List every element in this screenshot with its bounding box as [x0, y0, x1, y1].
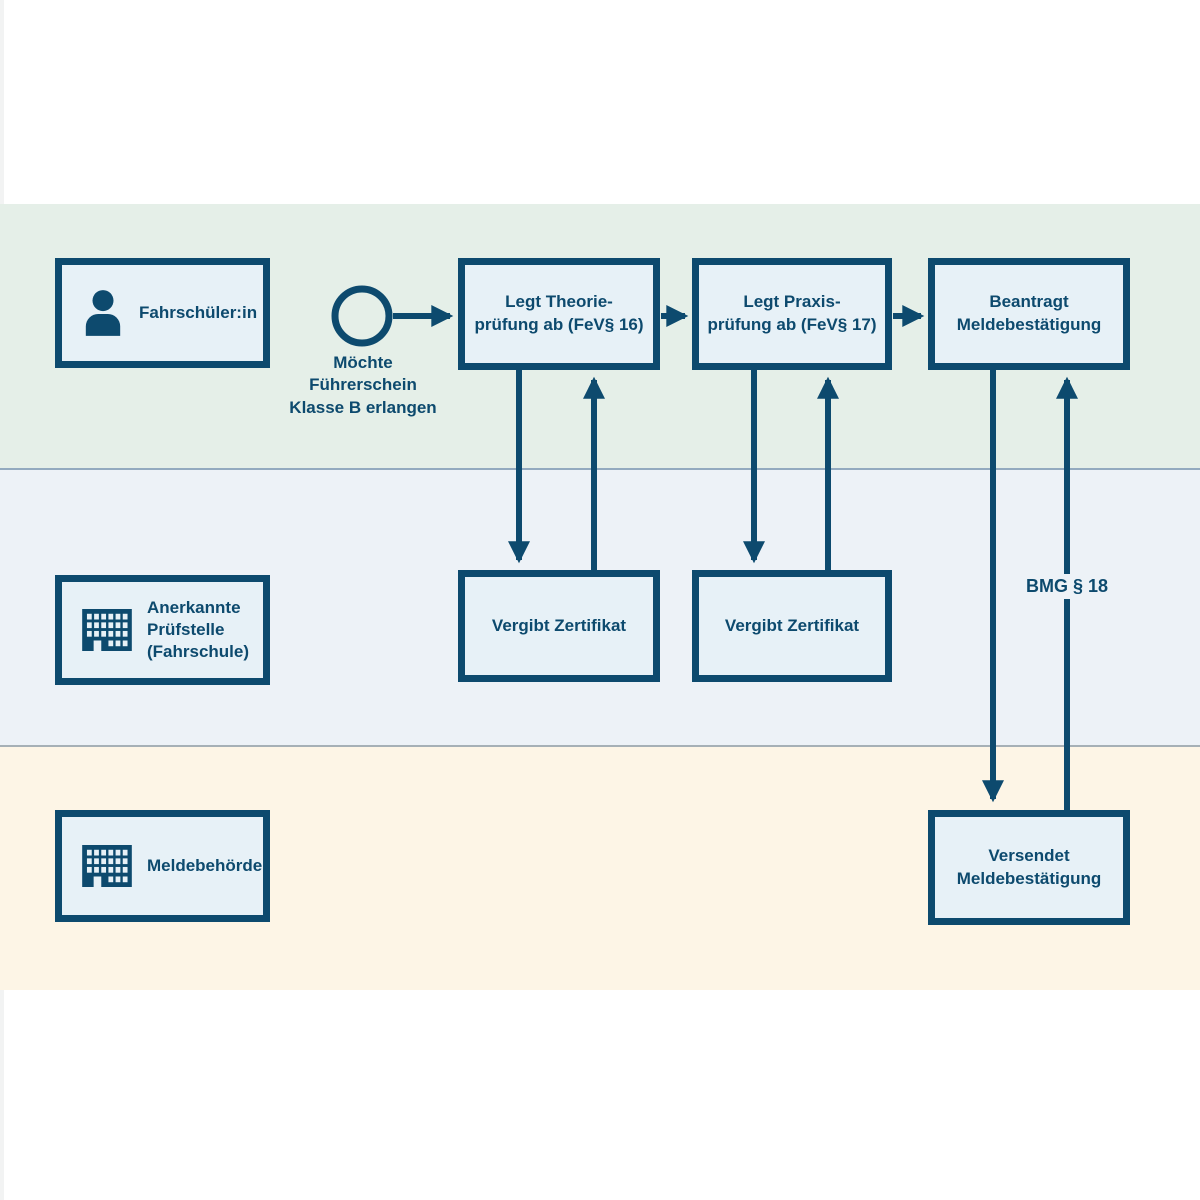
task-vergibt-zertifikat-theorie: Vergibt Zertifikat: [458, 570, 660, 682]
lane-label-meldebehoerde-text: Meldebehörde: [147, 855, 263, 875]
lane-label-fahrschueler: Fahrschüler:in: [55, 258, 270, 368]
lane-label-pruefstelle-text: Anerkannte Prüfstelle (Fahrschule): [147, 597, 250, 662]
task-praxispruefung: Legt Praxis- prüfung ab (FeV§ 17): [692, 258, 892, 370]
lane-label-pruefstelle: Anerkannte Prüfstelle (Fahrschule): [55, 575, 270, 685]
task-vergibt-zertifikat-praxis: Vergibt Zertifikat: [692, 570, 892, 682]
building-icon: [82, 609, 132, 651]
task-versendet-meldebestaetigung: Versendet Meldebestätigung: [928, 810, 1130, 925]
person-icon: [82, 290, 124, 336]
lane-label-meldebehoerde: Meldebehörde: [55, 810, 270, 922]
task-theoriepruefung: Legt Theorie- prüfung ab (FeV§ 16): [458, 258, 660, 370]
start-event-label: Möchte Führerschein Klasse B erlangen: [289, 353, 437, 417]
task-beantragt-meldebestaetigung: Beantragt Meldebestätigung: [928, 258, 1130, 370]
building-icon: [82, 845, 132, 887]
lane-label-fahrschueler-text: Fahrschüler:in: [139, 302, 258, 322]
edge-label-bmg: BMG § 18: [1016, 574, 1118, 599]
